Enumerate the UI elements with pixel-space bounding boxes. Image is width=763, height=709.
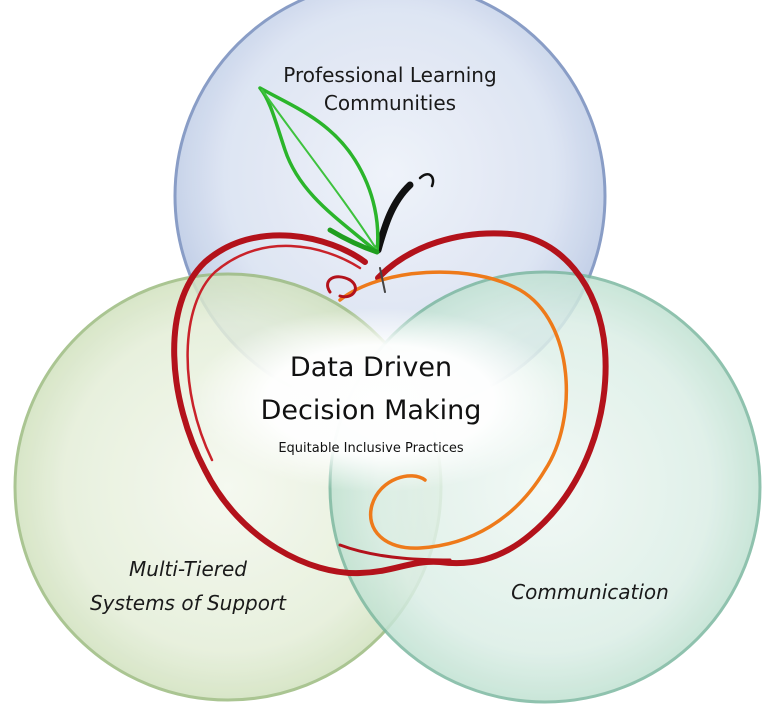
apple-leaf-vein — [261, 89, 378, 251]
apple-leaf — [258, 86, 380, 254]
apple-outline — [171, 230, 609, 577]
apple-leaf-stroke-thick — [327, 227, 380, 255]
left-circle-label-line1: Multi-Tiered — [129, 557, 247, 581]
center-title-line1: Data Driven — [290, 352, 452, 383]
top-circle-label-line1: Professional Learning — [283, 63, 496, 87]
right-circle-label: Communication — [511, 580, 669, 604]
left-circle-label-line2: Systems of Support — [90, 591, 287, 615]
apple-stem — [374, 181, 414, 254]
apple-top-curl — [326, 275, 357, 299]
apple-swirl-bottom — [338, 543, 452, 562]
apple-stem-base — [379, 267, 386, 293]
center-subtitle: Equitable Inclusive Practices — [278, 441, 464, 456]
apple-inner-swirl — [338, 270, 569, 550]
center-title-line2: Decision Making — [261, 395, 482, 426]
top-circle-label-line2: Communities — [324, 91, 456, 115]
apple-stem-curl — [418, 173, 435, 188]
apple-outline-inner-stroke — [186, 244, 362, 462]
center-glow — [190, 308, 570, 492]
